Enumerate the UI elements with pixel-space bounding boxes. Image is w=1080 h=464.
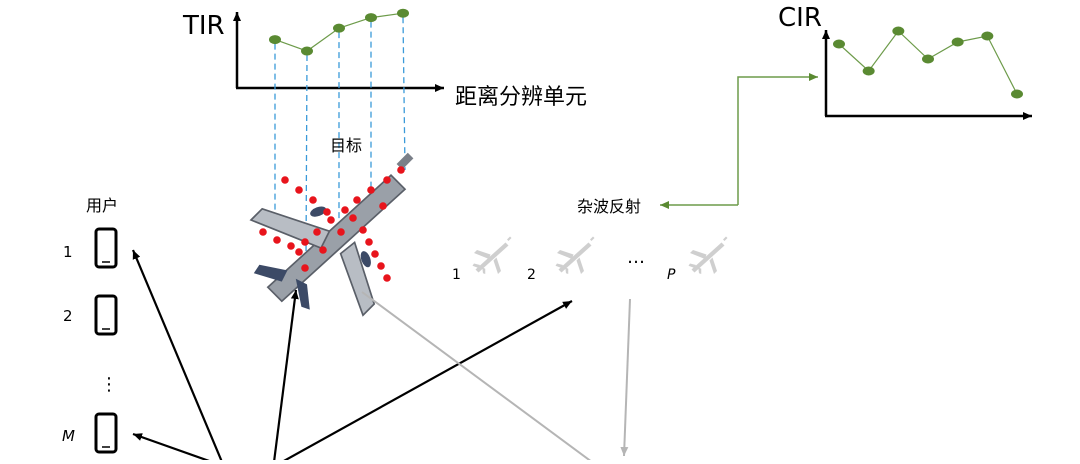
scatter-point-4 <box>301 238 309 246</box>
range-cell-label: 距离分辨单元 <box>455 85 587 110</box>
scatter-point-20 <box>383 274 391 282</box>
clutter-label: 杂波反射 <box>577 197 641 216</box>
scatter-point-9 <box>367 186 375 194</box>
user-index-dots: ⋮ <box>100 374 118 395</box>
scatter-point-7 <box>341 206 349 214</box>
scatter-point-12 <box>281 176 289 184</box>
tir-point-3 <box>333 23 345 33</box>
airplane-icon <box>555 236 595 274</box>
phone-icon <box>94 294 118 336</box>
clutter-index-p: P <box>667 267 676 283</box>
cir-point-2 <box>862 66 875 76</box>
scatter-point-24 <box>379 202 387 210</box>
user-device-1 <box>94 227 118 269</box>
scatter-point-22 <box>301 264 309 272</box>
transmission-arrows <box>131 249 631 464</box>
scatter-point-25 <box>319 246 327 254</box>
cir-point-3 <box>892 26 905 36</box>
echo-from-target <box>361 291 593 463</box>
scatter-point-11 <box>397 166 405 174</box>
airplane-icon <box>472 236 512 274</box>
clutter-plane-1 <box>472 236 512 274</box>
scatter-point-14 <box>309 196 317 204</box>
cir-chart: CIR <box>778 3 1032 120</box>
cir-point-6 <box>981 31 994 41</box>
arrow-to-user-m <box>132 432 213 464</box>
scatter-point-5 <box>313 228 321 236</box>
clutter-index-1: 1 <box>452 267 461 283</box>
scatter-point-21 <box>295 248 303 256</box>
scatter-point-13 <box>295 186 303 194</box>
cir-point-1 <box>833 39 845 49</box>
phone-icon <box>94 227 118 269</box>
scatter-point-18 <box>371 250 379 258</box>
tir-series <box>269 8 409 56</box>
user-index-m: M <box>62 427 75 445</box>
scatter-point-6 <box>327 216 335 224</box>
tir-point-5 <box>397 8 409 18</box>
scatter-point-16 <box>359 226 367 234</box>
arrow-to-clutter <box>281 300 573 463</box>
tir-projection-line-2 <box>305 55 308 259</box>
tir-point-1 <box>269 35 281 45</box>
scatter-point-17 <box>365 238 373 246</box>
scatter-point-15 <box>323 208 331 216</box>
target-label: 目标 <box>330 136 362 155</box>
echo-from-clutter <box>620 298 631 457</box>
scatter-point-23 <box>349 214 357 222</box>
arrow-to-target <box>272 289 299 463</box>
tir-chart: TIR 距离分辨单元 <box>182 8 587 259</box>
tir-point-4 <box>365 13 377 23</box>
tir-dashed-lines <box>274 17 406 259</box>
cir-point-5 <box>951 37 964 47</box>
scatter-point-3 <box>287 242 295 250</box>
scatter-point-2 <box>273 236 281 244</box>
clutter-plane-2 <box>555 236 595 274</box>
scatter-point-19 <box>377 262 385 270</box>
clutter-to-cir-connector <box>737 73 818 205</box>
clutter-index-2: 2 <box>527 267 536 283</box>
user-index-2: 2 <box>63 307 73 325</box>
users-label: 用户 <box>86 196 118 215</box>
scatter-point-8 <box>353 196 361 204</box>
arrow-to-user-1 <box>131 249 224 463</box>
tir-point-2 <box>301 46 313 56</box>
cir-point-4 <box>922 54 934 64</box>
cir-label: CIR <box>778 3 822 33</box>
cir-series <box>833 26 1023 99</box>
clutter-index-dots: … <box>627 247 645 268</box>
scatter-point-26 <box>337 228 345 236</box>
tir-projection-line-5 <box>402 17 406 171</box>
scatter-point-1 <box>259 228 267 236</box>
target-scatter-points <box>259 166 405 282</box>
user-device-2 <box>94 294 118 336</box>
tir-label: TIR <box>182 11 225 41</box>
phone-icon <box>94 412 118 454</box>
user-index-1: 1 <box>63 243 73 261</box>
cir-point-7 <box>1011 89 1023 99</box>
scatter-point-10 <box>383 176 391 184</box>
airplane-icon <box>688 236 728 274</box>
user-device-m <box>94 412 118 454</box>
clutter-plane-p <box>688 236 728 274</box>
target-airplane <box>249 152 414 317</box>
clutter-airplanes: 1 2 … P <box>452 236 728 283</box>
users-column: 用户 1 2 ⋮ M <box>62 196 118 454</box>
